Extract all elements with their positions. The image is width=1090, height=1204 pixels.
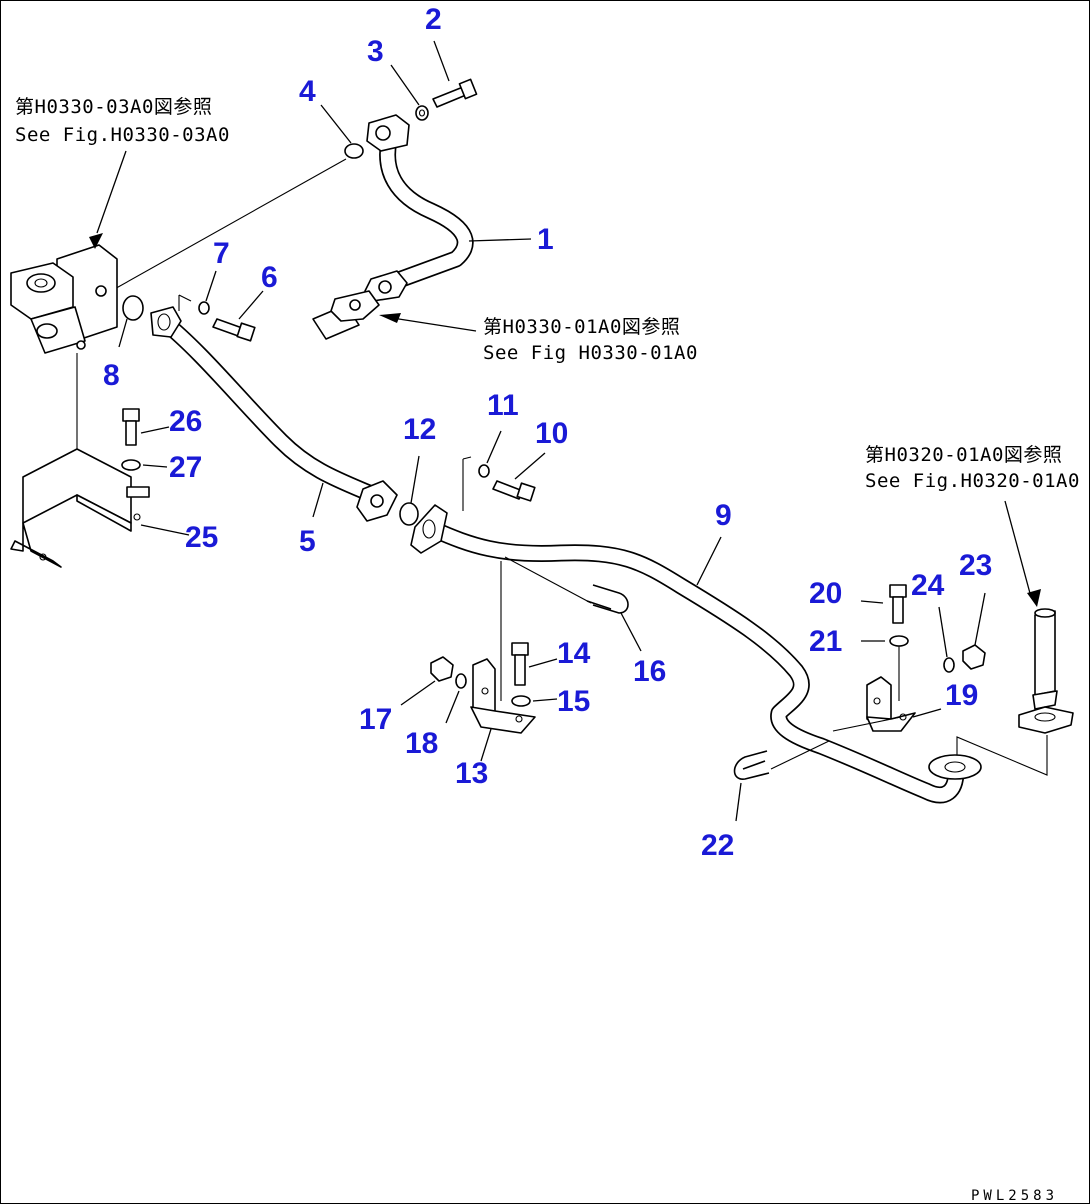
callout-10: 10 <box>535 417 568 450</box>
bolt-part-20 <box>860 584 907 624</box>
reference-b-jp: 第H0330-01A0図参照 <box>483 316 680 338</box>
reference-a-jp: 第H0330-03A0図参照 <box>15 96 212 118</box>
tube-fitting-ref-c <box>956 500 1074 776</box>
callout-4: 4 <box>299 75 316 108</box>
nut-part-17 <box>400 656 454 706</box>
bolt-part-14 <box>511 642 558 686</box>
block-assembly-ref-a <box>10 150 127 354</box>
callout-27: 27 <box>169 451 202 484</box>
callout-26: 26 <box>169 405 202 438</box>
bolt-part-6 <box>212 290 264 342</box>
callout-17: 17 <box>359 703 392 736</box>
washer-part-15 <box>511 695 558 707</box>
callout-23: 23 <box>959 549 992 582</box>
callout-12: 12 <box>403 413 436 446</box>
callout-9: 9 <box>715 499 732 532</box>
pipe-part-1 <box>364 114 532 302</box>
reference-c-en: See Fig.H0320-01A0 <box>865 470 1080 492</box>
callout-16: 16 <box>633 655 666 688</box>
pipe-fitting-ref-b <box>312 290 477 340</box>
pipe-part-5 <box>150 294 398 522</box>
callout-20: 20 <box>809 577 842 610</box>
callout-21: 21 <box>809 625 842 658</box>
centerline <box>110 158 347 292</box>
callout-7: 7 <box>213 237 230 270</box>
callout-18: 18 <box>405 727 438 760</box>
washer-part-18 <box>445 673 467 724</box>
washer-part-21 <box>861 635 909 647</box>
callout-5: 5 <box>299 525 316 558</box>
callout-13: 13 <box>455 757 488 790</box>
reference-b-en: See Fig H0330-01A0 <box>483 342 698 364</box>
washer-part-27 <box>121 459 168 471</box>
nut-part-23 <box>962 592 986 670</box>
o-ring-part-8 <box>118 295 144 348</box>
bolt-part-26 <box>122 408 170 446</box>
u-bolt-part-16 <box>504 556 642 652</box>
u-bolt-part-22 <box>733 740 830 822</box>
callout-2: 2 <box>425 3 442 36</box>
callout-8: 8 <box>103 359 120 392</box>
reference-c-jp: 第H0320-01A0図参照 <box>865 444 1062 466</box>
o-ring-part-4 <box>320 104 364 159</box>
washer-part-3 <box>390 64 429 121</box>
bolt-part-2 <box>432 40 478 108</box>
bracket-part-13 <box>470 658 536 762</box>
callout-3: 3 <box>367 35 384 68</box>
drawing-code: PWL2583 <box>971 1188 1058 1204</box>
bracket-part-19 <box>832 641 942 732</box>
pipe-part-9 <box>410 456 982 804</box>
callout-25: 25 <box>185 521 218 554</box>
washer-part-24 <box>938 606 955 673</box>
callout-14: 14 <box>557 637 591 670</box>
washer-part-11 <box>478 430 502 478</box>
callout-19: 19 <box>945 679 978 712</box>
callout-24: 24 <box>911 569 945 602</box>
callout-1: 1 <box>537 223 554 256</box>
washer-part-7 <box>198 270 217 315</box>
callout-22: 22 <box>701 829 734 862</box>
callout-15: 15 <box>557 685 590 718</box>
bracket-part-25 <box>10 448 190 568</box>
o-ring-part-12 <box>399 455 420 526</box>
callout-6: 6 <box>261 261 278 294</box>
reference-a-en: See Fig.H0330-03A0 <box>15 124 230 146</box>
bolt-part-10 <box>492 452 546 502</box>
callout-11: 11 <box>487 389 519 422</box>
